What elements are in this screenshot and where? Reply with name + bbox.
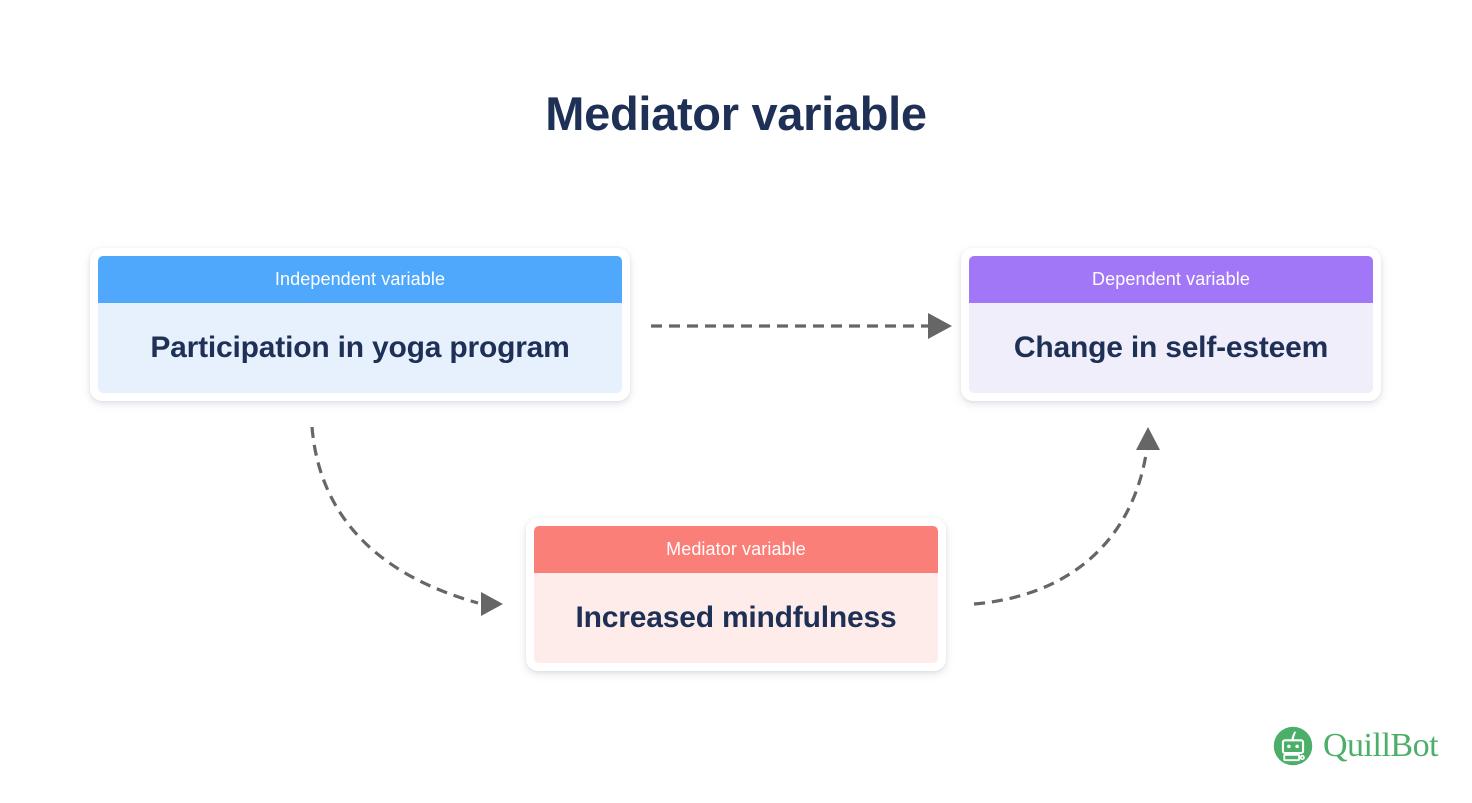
card-inner: Mediator variable Increased mindfulness [534,526,938,663]
arrow-line [973,447,1149,606]
card-inner: Independent variable Participation in yo… [98,256,622,393]
arrow-line [310,426,479,605]
card-independent-variable[interactable]: Independent variable Participation in yo… [90,248,630,401]
card-mediator-variable[interactable]: Mediator variable Increased mindfulness [526,518,946,671]
arrow-head [481,592,503,616]
quillbot-robot-icon [1273,726,1313,766]
quillbot-wordmark: QuillBot [1323,727,1439,764]
card-body-independent: Participation in yoga program [98,303,622,393]
card-header-mediator: Mediator variable [534,526,938,573]
page-title: Mediator variable [545,87,927,140]
arrow-mediator-to-dependent [973,427,1160,606]
card-dependent-variable[interactable]: Dependent variable Change in self-esteem [961,248,1381,401]
arrow-independent-to-dependent [651,313,952,339]
card-body-dependent: Change in self-esteem [969,303,1373,393]
card-header-dependent: Dependent variable [969,256,1373,303]
arrow-head [928,313,952,339]
card-inner: Dependent variable Change in self-esteem [969,256,1373,393]
card-header-independent: Independent variable [98,256,622,303]
arrow-independent-to-mediator [310,426,503,616]
card-body-mediator: Increased mindfulness [534,573,938,663]
arrow-head [1136,427,1160,450]
quillbot-logo: QuillBot [1272,722,1439,770]
